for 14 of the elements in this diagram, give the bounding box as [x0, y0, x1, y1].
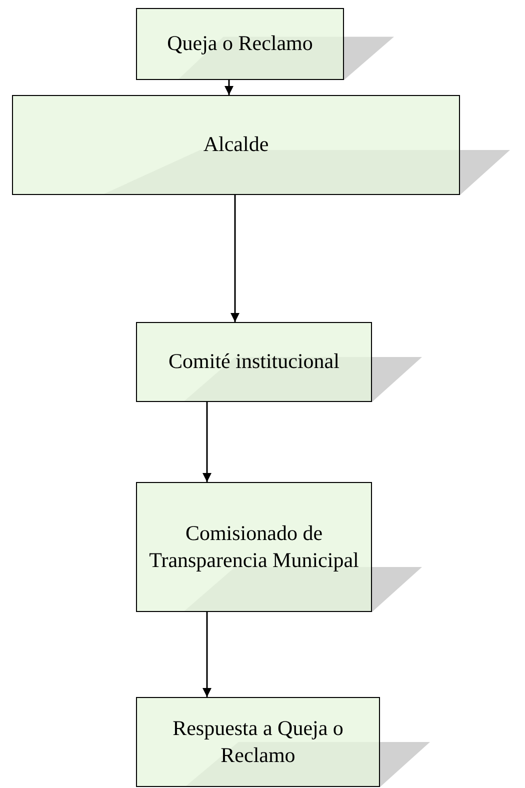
box-label: Alcalde	[202, 131, 270, 158]
arrow	[202, 402, 212, 482]
box-label: Comisionado de Transparencia Municipal	[148, 520, 360, 574]
box-label: Respuesta a Queja o Reclamo	[172, 714, 344, 769]
box-label: Comité institucional	[168, 348, 340, 376]
arrow	[202, 612, 212, 697]
process-box	[12, 95, 460, 195]
process-box	[136, 697, 380, 787]
box-label: Queja o Reclamo	[166, 30, 314, 58]
arrow	[230, 195, 240, 322]
process-box	[136, 322, 372, 402]
process-box	[136, 482, 372, 612]
arrow	[224, 80, 234, 95]
process-box	[136, 8, 344, 80]
